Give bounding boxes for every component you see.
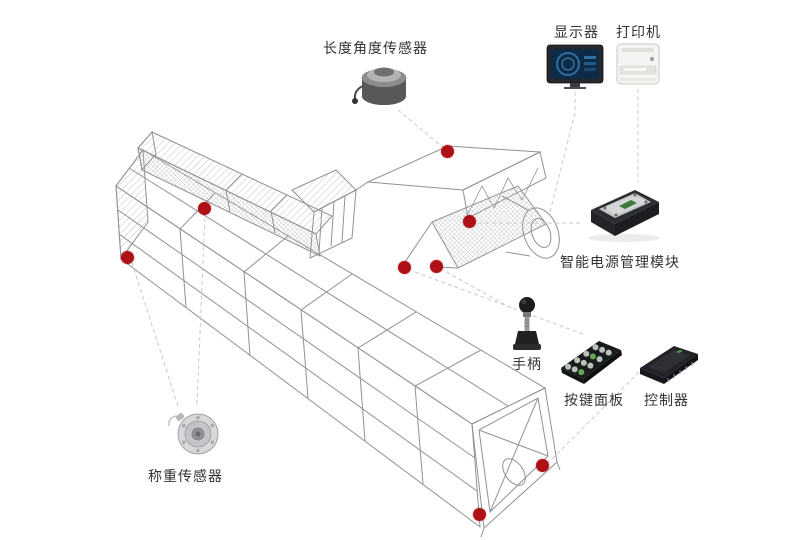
hotspot-chassis-side-marker bbox=[536, 459, 549, 472]
keypad-label: 按键面板 bbox=[564, 393, 624, 409]
controller-label: 控制器 bbox=[644, 393, 689, 409]
crane-upper-boom bbox=[137, 130, 333, 257]
hotspot-boom-left-end-marker bbox=[121, 251, 134, 264]
load-cell-ring-icon bbox=[168, 413, 219, 455]
handle-label: 手柄 bbox=[512, 357, 542, 373]
hotspot-chassis-bottom-marker bbox=[473, 508, 486, 521]
joystick-icon bbox=[513, 297, 541, 350]
crane-chassis-end bbox=[471, 387, 561, 538]
display-label: 显示器 bbox=[554, 25, 599, 41]
crane-main-boom bbox=[115, 148, 547, 529]
power-module-label: 智能电源管理模块 bbox=[560, 255, 680, 271]
controller-box-icon bbox=[640, 346, 698, 384]
hotspot-superstructure-marker bbox=[463, 215, 476, 228]
hotspot-boom-mid-left-marker bbox=[398, 261, 411, 274]
hotspot-boom-top-marker bbox=[441, 145, 454, 158]
cable-reel-sensor-icon bbox=[352, 67, 407, 105]
crane-superstructure bbox=[291, 145, 560, 269]
hotspot-boom-mid-right-marker bbox=[430, 260, 443, 273]
monitor-icon bbox=[546, 44, 604, 89]
length-angle-sensor-label: 长度角度传感器 bbox=[323, 41, 428, 57]
hotspot-upper-boom-marker bbox=[198, 202, 211, 215]
button-panel-icon bbox=[561, 341, 622, 384]
printer-label: 打印机 bbox=[616, 25, 661, 41]
load-cell-label: 称重传感器 bbox=[148, 469, 223, 485]
printer-icon bbox=[616, 43, 660, 85]
power-module-icon bbox=[588, 190, 660, 242]
connector-lines bbox=[131, 89, 640, 463]
